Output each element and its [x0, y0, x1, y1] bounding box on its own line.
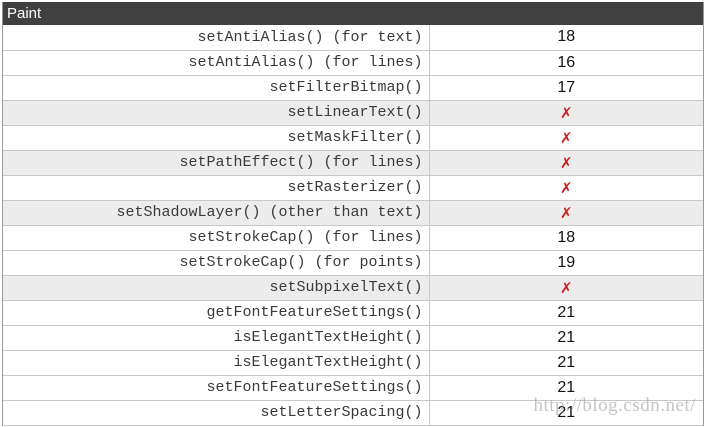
api-level-cell: 18 — [429, 25, 703, 51]
method-name-cell: setLinearText() — [3, 100, 430, 126]
table-header-title: Paint — [3, 2, 703, 25]
api-level-cell: 18 — [429, 225, 703, 251]
api-level-cell: 17 — [429, 75, 703, 101]
table-row: setMaskFilter()✗ — [3, 125, 703, 151]
table-row: isElegantTextHeight()21 — [3, 325, 703, 351]
unsupported-mark-cell: ✗ — [429, 100, 703, 126]
table-row: isElegantTextHeight()21 — [3, 350, 703, 376]
method-name-cell: setLetterSpacing() — [3, 400, 430, 426]
table-row: setAntiAlias() (for text)18 — [3, 25, 703, 51]
api-level-cell: 19 — [429, 250, 703, 276]
table-row: setRasterizer()✗ — [3, 175, 703, 201]
unsupported-mark-cell: ✗ — [429, 275, 703, 301]
unsupported-mark-cell: ✗ — [429, 200, 703, 226]
method-name-cell: setRasterizer() — [3, 175, 430, 201]
method-name-cell: isElegantTextHeight() — [3, 350, 430, 376]
table-row: setFontFeatureSettings()21 — [3, 375, 703, 401]
api-level-cell: 21 — [429, 325, 703, 351]
method-name-cell: setStrokeCap() (for points) — [3, 250, 430, 276]
table-row: setShadowLayer() (other than text)✗ — [3, 200, 703, 226]
method-name-cell: setFilterBitmap() — [3, 75, 430, 101]
method-name-cell: getFontFeatureSettings() — [3, 300, 430, 326]
table-row: setSubpixelText()✗ — [3, 275, 703, 301]
api-level-cell: 21 — [429, 375, 703, 401]
api-level-cell: 21 — [429, 300, 703, 326]
method-name-cell: setShadowLayer() (other than text) — [3, 200, 430, 226]
method-name-cell: setAntiAlias() (for text) — [3, 25, 430, 51]
method-name-cell: isElegantTextHeight() — [3, 325, 430, 351]
api-level-cell: 21 — [429, 400, 703, 426]
unsupported-mark-cell: ✗ — [429, 150, 703, 176]
method-name-cell: setFontFeatureSettings() — [3, 375, 430, 401]
table-row: setLinearText()✗ — [3, 100, 703, 126]
unsupported-mark-cell: ✗ — [429, 175, 703, 201]
api-level-cell: 16 — [429, 50, 703, 76]
table-row: setStrokeCap() (for points)19 — [3, 250, 703, 276]
method-name-cell: setAntiAlias() (for lines) — [3, 50, 430, 76]
api-level-cell: 21 — [429, 350, 703, 376]
table-row: setAntiAlias() (for lines)16 — [3, 50, 703, 76]
table-row: setLetterSpacing()21 — [3, 400, 703, 426]
table-row: setPathEffect() (for lines)✗ — [3, 150, 703, 176]
method-name-cell: setPathEffect() (for lines) — [3, 150, 430, 176]
method-name-cell: setMaskFilter() — [3, 125, 430, 151]
method-name-cell: setStrokeCap() (for lines) — [3, 225, 430, 251]
table-row: getFontFeatureSettings()21 — [3, 300, 703, 326]
method-name-cell: setSubpixelText() — [3, 275, 430, 301]
table-row: setFilterBitmap()17 — [3, 75, 703, 101]
table-row: setStrokeCap() (for lines)18 — [3, 225, 703, 251]
unsupported-mark-cell: ✗ — [429, 125, 703, 151]
